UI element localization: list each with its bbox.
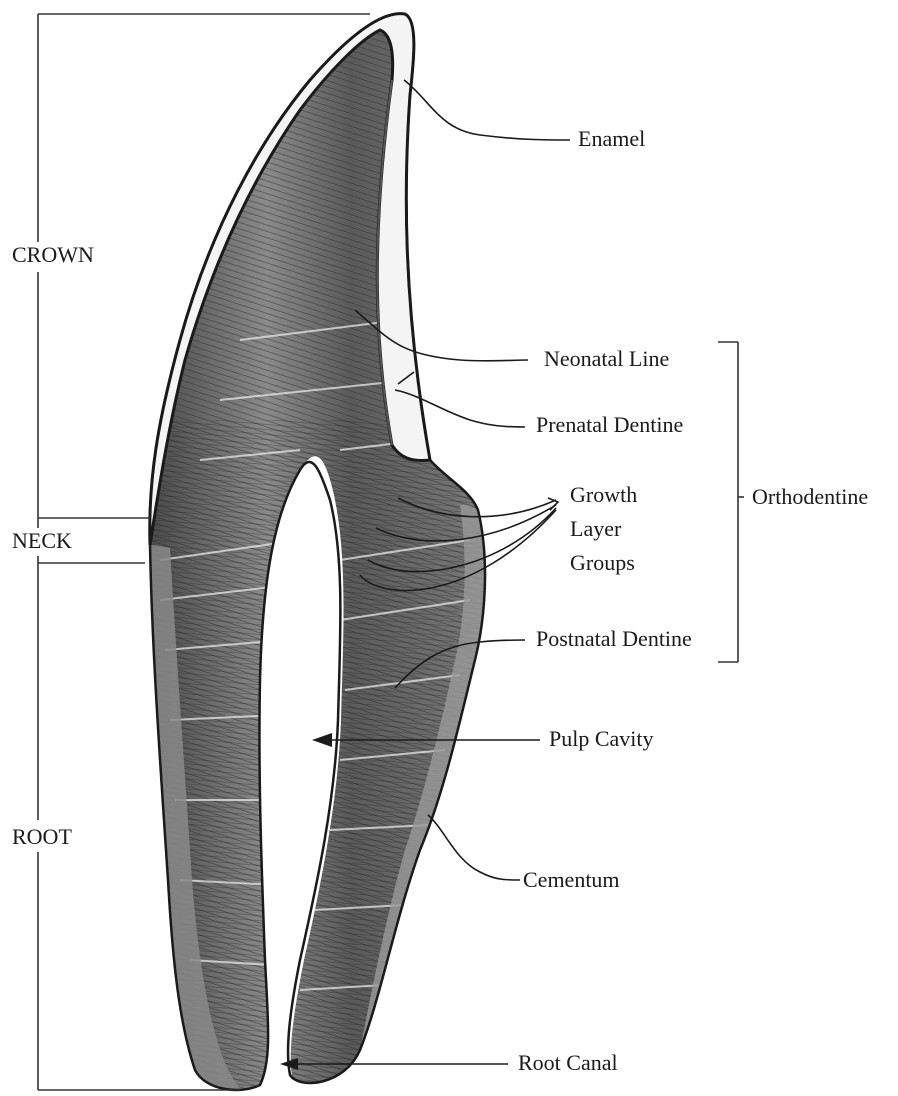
groups-label: Groups bbox=[570, 552, 635, 574]
crown-label: CROWN bbox=[12, 244, 94, 266]
neonatal-line-label: Neonatal Line bbox=[544, 348, 669, 370]
root-canal-label: Root Canal bbox=[518, 1052, 618, 1074]
growth-label: Growth bbox=[570, 484, 637, 506]
orthodentine-label: Orthodentine bbox=[752, 486, 868, 508]
enamel-label: Enamel bbox=[578, 128, 645, 150]
root-label: ROOT bbox=[12, 826, 72, 848]
postnatal-dentine-label: Postnatal Dentine bbox=[536, 628, 692, 650]
cementum-leader bbox=[428, 815, 520, 880]
pulp-cavity-label: Pulp Cavity bbox=[549, 728, 654, 750]
prenatal-dentine-label: Prenatal Dentine bbox=[536, 414, 683, 436]
enamel-leader bbox=[404, 80, 570, 140]
cementum-label: Cementum bbox=[523, 869, 620, 891]
layer-label: Layer bbox=[570, 518, 621, 540]
orthodentine-bracket bbox=[718, 342, 744, 662]
neck-label: NECK bbox=[12, 530, 72, 552]
tooth-illustration bbox=[100, 0, 520, 1096]
